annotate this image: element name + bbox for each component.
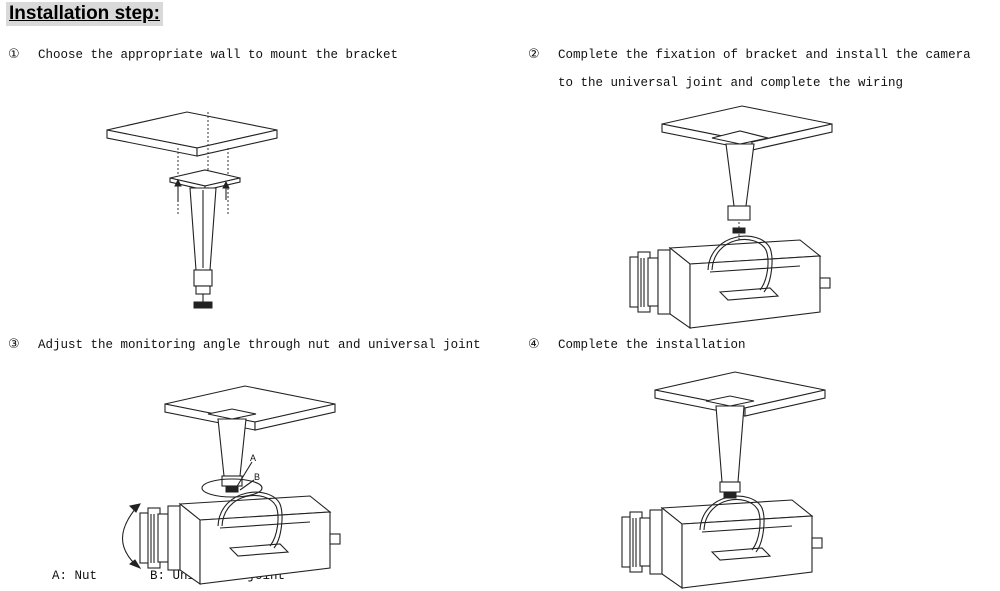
step-4-text: Complete the installation [558, 338, 746, 352]
step-2: ② Complete the fixation of bracket and in… [528, 47, 971, 62]
step-1-illustration [106, 111, 278, 309]
step-1: ① Choose the appropriate wall to mount th… [8, 47, 398, 62]
step-4-illustration [621, 371, 826, 589]
step-3-number: ③ [8, 337, 20, 352]
step-1-text: Choose the appropriate wall to mount the… [38, 48, 399, 62]
step-3: ③ Adjust the monitoring angle through nut… [8, 337, 481, 352]
caption-nut: A: Nut [52, 569, 98, 583]
step-3-text: Adjust the monitoring angle through nut … [38, 338, 481, 352]
step-1-number: ① [8, 47, 20, 62]
step-3-illustration: A B [122, 385, 341, 585]
step-2-text: Complete the fixation of bracket and ins… [558, 48, 971, 62]
step-2-number: ② [528, 47, 540, 62]
step-4-number: ④ [528, 337, 540, 352]
step-2-illustration [629, 105, 833, 329]
label-b: B [254, 472, 260, 482]
step-4: ④ Complete the installation [528, 337, 746, 352]
label-a: A [250, 453, 256, 463]
page-title: Installation step: [6, 2, 163, 26]
step-2-text-line2: to the universal joint and complete the … [558, 76, 904, 90]
